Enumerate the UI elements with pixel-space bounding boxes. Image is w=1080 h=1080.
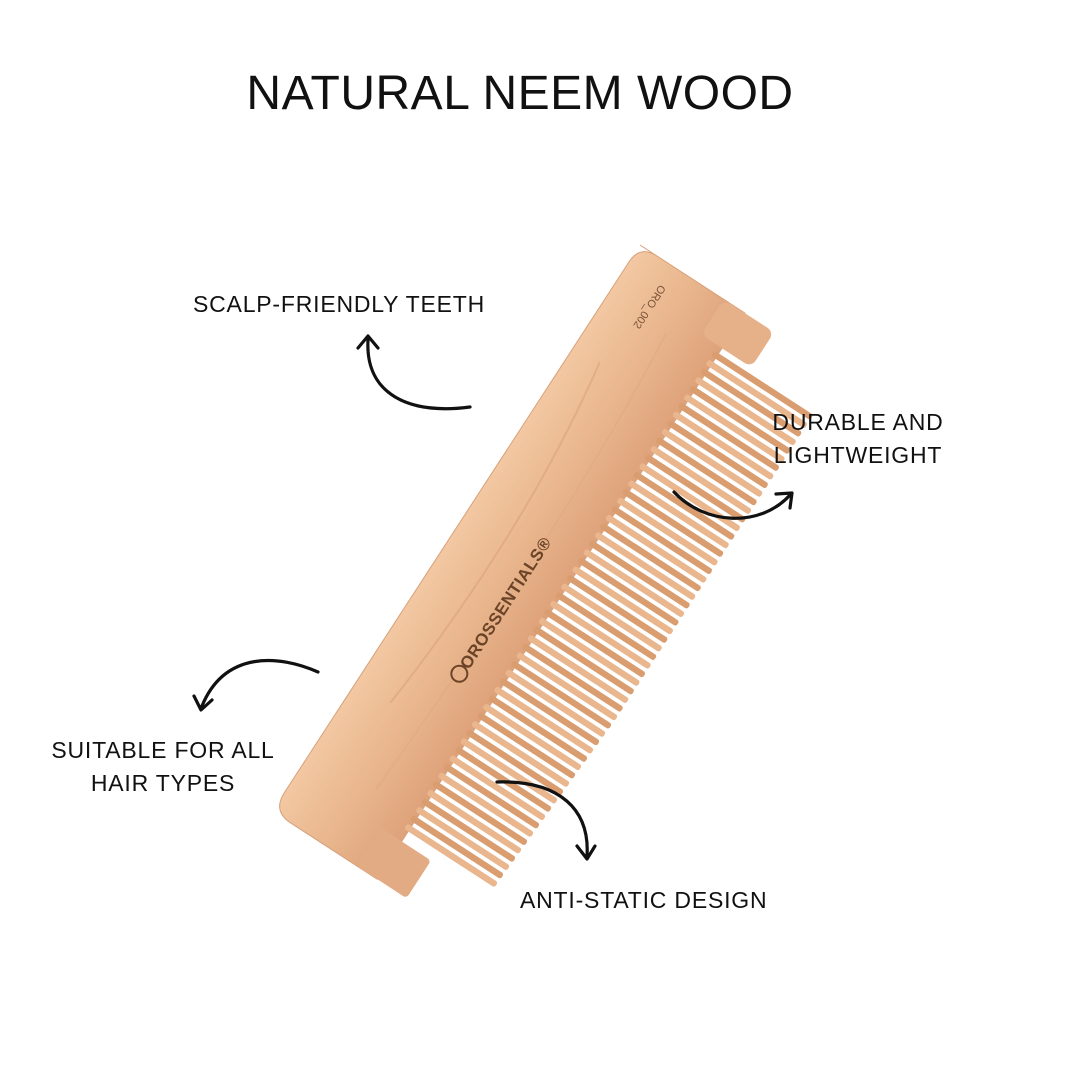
comb-tooth [561, 583, 662, 652]
comb-tooth [466, 729, 564, 796]
comb-tooth [460, 738, 558, 804]
comb-tooth [410, 815, 504, 879]
comb-tooth [589, 540, 690, 609]
comb-tooth [706, 360, 807, 428]
comb-tooth [538, 618, 640, 686]
feature-text-line2: HAIR TYPES [90, 770, 236, 796]
comb-tooth [672, 411, 774, 480]
feature-text-line2: LIGHTWEIGHT [773, 442, 943, 468]
comb-tooth [483, 704, 582, 771]
comb-tooth [527, 635, 629, 703]
comb-tooth [639, 463, 740, 532]
comb-tooth [583, 549, 685, 617]
comb-tooth [667, 420, 768, 489]
comb-tooth [544, 609, 646, 678]
comb-tooth [499, 678, 600, 746]
feature-label-durable: DURABLE AND LIGHTWEIGHT [758, 406, 958, 472]
comb-tooth [550, 600, 651, 669]
comb-tooth [516, 652, 618, 721]
page-title: NATURAL NEEM WOOD [246, 67, 794, 120]
comb-tooth [511, 661, 612, 729]
curved-arrow-left-icon [192, 658, 320, 712]
comb-tooth [656, 437, 757, 506]
curved-arrow-down-icon [495, 780, 597, 861]
comb-tooth [533, 626, 634, 695]
comb-tooth [572, 566, 673, 635]
comb-tooth [622, 489, 724, 557]
comb-tooth [645, 454, 746, 523]
comb-tooth [444, 764, 540, 829]
comb-tooth [432, 781, 528, 845]
feature-text: SCALP-FRIENDLY TEETH [193, 291, 486, 317]
comb-tooth [488, 695, 588, 762]
neem-wood-comb: ORO_002 OROSSENTIALS® [279, 244, 813, 897]
comb-tooth [477, 712, 576, 779]
comb-tooth [684, 394, 785, 463]
comb-tooth [522, 643, 623, 712]
comb-tooth [617, 497, 718, 566]
comb-tooth [471, 721, 570, 787]
comb-tooth [427, 789, 522, 854]
comb-tooth [494, 686, 594, 754]
comb-tooth [404, 824, 498, 887]
feature-label-scalp-friendly: SCALP-FRIENDLY TEETH [193, 288, 485, 321]
feature-text-line1: SUITABLE FOR ALL [51, 737, 275, 763]
comb-end-block-top [704, 302, 772, 365]
comb-tooth [578, 557, 679, 626]
comb-tooth [600, 523, 701, 592]
curved-arrow-up-icon [356, 334, 472, 411]
comb-tooth [611, 506, 713, 574]
curved-arrow-right-icon [672, 490, 794, 520]
feature-text-line1: DURABLE AND [772, 409, 944, 435]
comb-tooth [711, 351, 813, 420]
comb-tooth [633, 471, 735, 540]
comb-tooth [566, 575, 668, 643]
comb-tooth [605, 514, 707, 583]
comb-teeth [404, 351, 813, 887]
comb-end-block-bottom [357, 829, 430, 897]
feature-text: ANTI-STATIC DESIGN [520, 887, 768, 913]
comb-tooth [505, 669, 606, 737]
comb-tooth [689, 385, 791, 454]
comb-tooth [695, 377, 796, 446]
comb-tooth [449, 755, 546, 821]
comb-tooth [455, 747, 552, 812]
comb-tooth [628, 480, 729, 549]
comb-tooth [661, 428, 763, 497]
comb-tooth [700, 368, 802, 437]
comb-tooth [421, 798, 516, 862]
comb-tooth [555, 592, 657, 660]
comb-tooth [594, 532, 696, 600]
comb-tooth [650, 446, 752, 514]
feature-label-suitable: SUITABLE FOR ALL HAIR TYPES [50, 734, 276, 800]
comb-tooth [416, 807, 510, 870]
comb-tooth [438, 772, 534, 837]
feature-label-anti-static: ANTI-STATIC DESIGN [520, 884, 767, 917]
comb-tooth [678, 403, 780, 471]
